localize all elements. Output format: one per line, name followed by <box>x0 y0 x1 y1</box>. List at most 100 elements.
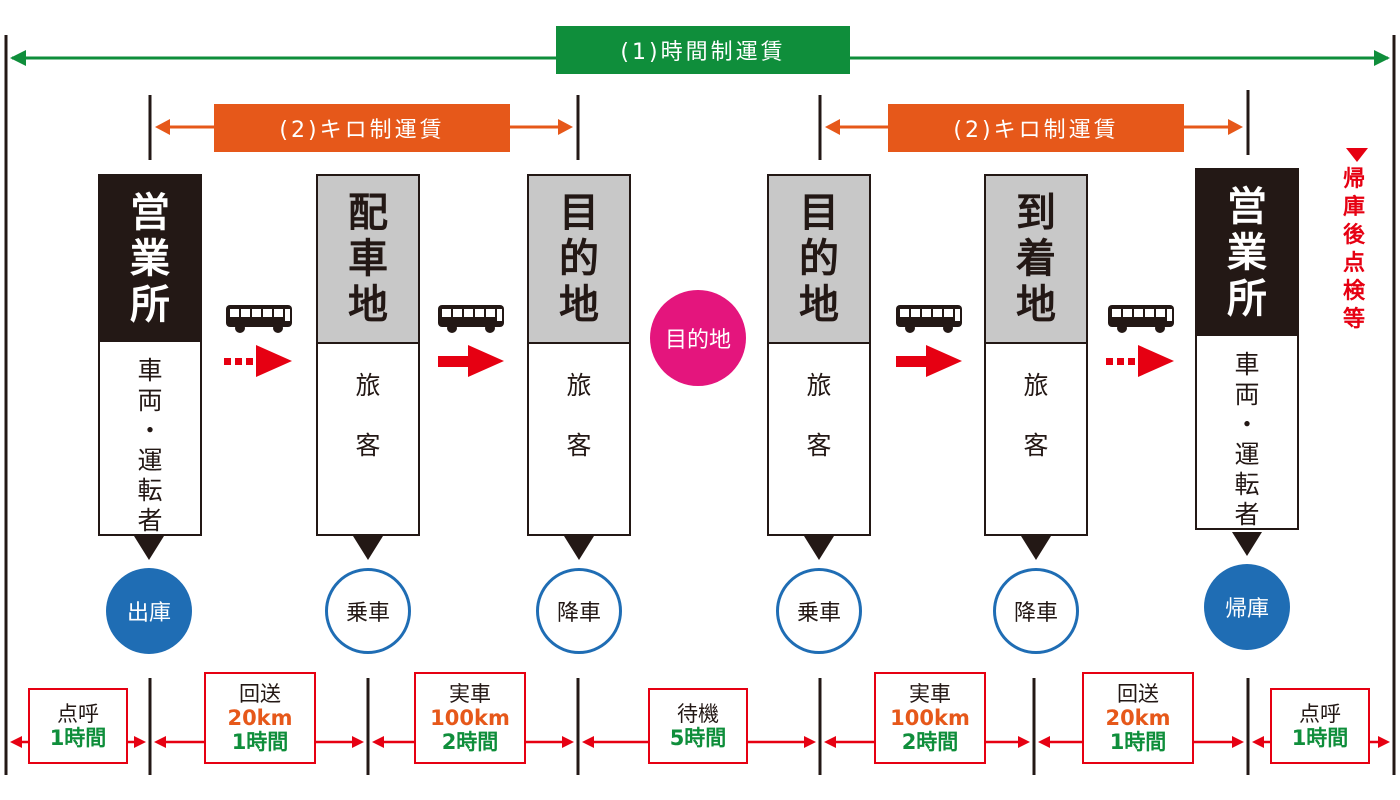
body-char: 旅 <box>355 371 381 400</box>
body-char: 転 <box>1234 470 1260 499</box>
segment-roll-call-end: 点呼 1時間 <box>1270 688 1370 764</box>
title-char: 地 <box>799 282 839 328</box>
pillar-title: 到 着 地 <box>986 176 1086 344</box>
title-char: 地 <box>559 282 599 328</box>
note-char: 検 <box>1343 279 1366 304</box>
segment-label: 点呼 <box>1299 702 1341 726</box>
segment-label: 実車 <box>449 682 491 706</box>
km-fare-banner-left: (2)キロ制運賃 <box>214 104 510 152</box>
down-triangle-icon <box>1232 532 1262 556</box>
title-char: 着 <box>1016 236 1056 282</box>
title-char: 所 <box>1227 276 1267 322</box>
title-char: 的 <box>799 236 839 282</box>
dotted-arrow-icon <box>1106 345 1174 377</box>
km-fare-banner-right: (2)キロ制運賃 <box>888 104 1184 152</box>
down-triangle-icon <box>134 536 164 560</box>
segment-deadhead-return: 回送 20km 1時間 <box>1082 672 1194 764</box>
event-depart-garage: 出庫 <box>106 568 192 654</box>
pillar-title: 営 業 所 <box>1197 170 1297 336</box>
pillar-title: 営 業 所 <box>100 176 200 342</box>
segment-label: 回送 <box>1117 682 1159 706</box>
body-char: ・ <box>137 416 163 445</box>
pillar-pickup: 配 車 地 旅 客 <box>316 174 420 536</box>
body-char: 客 <box>806 431 832 460</box>
segment-distance: 20km <box>1105 706 1171 730</box>
title-char: 配 <box>348 190 388 236</box>
title-char: 業 <box>130 236 170 282</box>
body-char: 転 <box>137 476 163 505</box>
bus-icon <box>896 305 962 333</box>
body-char: 車 <box>1234 350 1260 379</box>
body-char: 客 <box>355 431 381 460</box>
down-triangle-icon <box>1021 536 1051 560</box>
pillar-body: 車 両 ・ 運 転 者 <box>100 356 200 536</box>
segment-distance: 100km <box>890 706 970 730</box>
segment-time: 1時間 <box>1109 730 1167 754</box>
event-label: 降車 <box>1013 601 1058 626</box>
note-char: 等 <box>1343 307 1366 332</box>
solid-arrow-icon <box>438 345 504 377</box>
pillar-destination-1: 目 的 地 旅 客 <box>527 174 631 536</box>
body-char: 客 <box>566 431 592 460</box>
title-char: 車 <box>348 236 388 282</box>
body-char: 運 <box>137 446 163 475</box>
segment-deadhead-out: 回送 20km 1時間 <box>204 672 316 764</box>
segment-time: 2時間 <box>901 730 959 754</box>
title-char: 到 <box>1016 190 1056 236</box>
event-board: 乗車 <box>325 568 411 654</box>
title-char: 目 <box>559 190 599 236</box>
pillar-body: 車 両 ・ 運 転 者 <box>1197 350 1297 530</box>
segment-time: 2時間 <box>441 730 499 754</box>
title-char: 所 <box>130 282 170 328</box>
segment-roll-call-start: 点呼 1時間 <box>28 688 128 764</box>
bus-icon <box>226 305 292 333</box>
segment-distance: 100km <box>430 706 510 730</box>
post-return-inspection-note: 帰 庫 後 点 検 等 <box>1343 166 1365 334</box>
note-char: 庫 <box>1343 195 1366 220</box>
pillar-body: 旅 客 <box>986 356 1086 476</box>
pillar-body: 旅 客 <box>769 356 869 476</box>
title-char: 目 <box>799 190 839 236</box>
body-char: 旅 <box>806 371 832 400</box>
title-char: 営 <box>1227 184 1267 230</box>
km-fare-label: (2)キロ制運賃 <box>953 118 1119 143</box>
pillar-title: 目 的 地 <box>769 176 869 344</box>
segment-label: 実車 <box>909 682 951 706</box>
note-char: 後 <box>1343 223 1366 248</box>
note-char: 点 <box>1343 251 1366 276</box>
body-char: ・ <box>1234 410 1260 439</box>
body-char: 車 <box>137 356 163 385</box>
time-fare-label: (1)時間制運賃 <box>620 40 786 65</box>
destination-label: 目的地 <box>664 328 731 353</box>
segment-time: 1時間 <box>49 726 107 750</box>
event-label: 降車 <box>556 601 601 626</box>
segment-time: 1時間 <box>231 730 289 754</box>
destination-circle: 目的地 <box>650 290 746 386</box>
title-char: 地 <box>348 282 388 328</box>
pillar-office-end: 営 業 所 車 両 ・ 運 転 者 <box>1195 168 1299 530</box>
segment-time: 5時間 <box>669 726 727 750</box>
event-board: 乗車 <box>776 568 862 654</box>
event-alight: 降車 <box>536 568 622 654</box>
segment-service-return: 実車 100km 2時間 <box>874 672 986 764</box>
event-label: 乗車 <box>796 601 841 626</box>
body-char: 運 <box>1234 440 1260 469</box>
solid-arrow-icon <box>896 345 962 377</box>
segment-label: 回送 <box>239 682 281 706</box>
segment-label: 待機 <box>677 702 719 726</box>
event-alight: 降車 <box>993 568 1079 654</box>
km-fare-label: (2)キロ制運賃 <box>279 118 445 143</box>
down-triangle-icon <box>353 536 383 560</box>
segment-label: 点呼 <box>57 702 99 726</box>
body-char: 旅 <box>1023 371 1049 400</box>
event-label: 乗車 <box>345 601 390 626</box>
body-char: 両 <box>137 386 163 415</box>
bus-icon <box>438 305 504 333</box>
pillar-title: 配 車 地 <box>318 176 418 344</box>
body-char: 者 <box>137 506 163 535</box>
event-return-garage: 帰庫 <box>1204 564 1290 650</box>
pillar-arrival: 到 着 地 旅 客 <box>984 174 1088 536</box>
title-char: 的 <box>559 236 599 282</box>
side-marker-icon <box>1346 148 1368 162</box>
event-label: 出庫 <box>126 601 171 626</box>
